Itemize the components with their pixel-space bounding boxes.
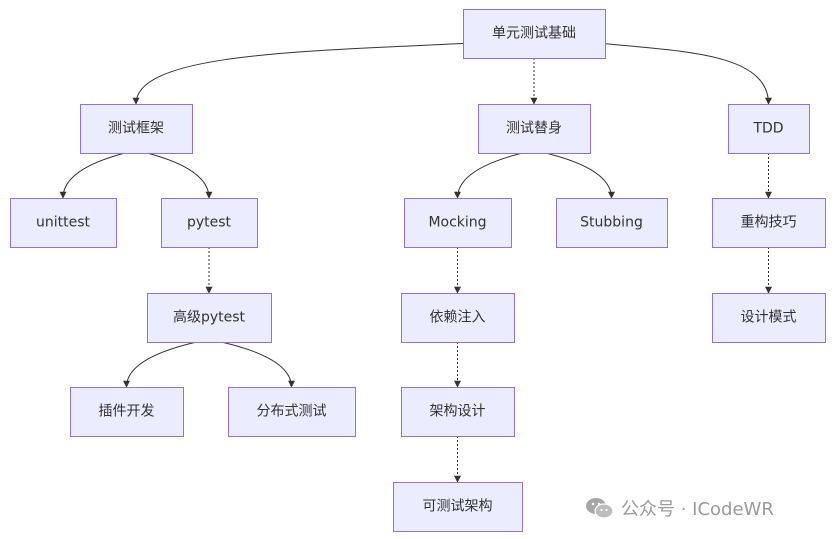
node-arch-box [401, 387, 515, 437]
node-plugin-box [70, 387, 184, 437]
node-plugin: 插件开发 [70, 387, 184, 437]
node-refactor: 重构技巧 [712, 198, 826, 248]
node-distributed-label: 分布式测试 [257, 404, 327, 420]
edge-root-to-framework [132, 42, 469, 105]
node-root-box [463, 9, 606, 59]
edge-double-to-stubbing [545, 152, 615, 199]
edge-framework-to-pytest [146, 152, 213, 199]
node-plugin-label: 插件开发 [99, 404, 155, 420]
node-double: 测试替身 [478, 104, 591, 154]
node-di: 依赖注入 [401, 293, 515, 343]
edge-double-to-mocking [454, 152, 523, 199]
node-mocking-box [404, 198, 512, 248]
node-advpytest-label: 高级pytest [173, 309, 246, 326]
edge-advpytest-to-distributed [221, 341, 295, 388]
node-pattern-label: 设计模式 [741, 310, 797, 326]
edge-advpytest-to-plugin [123, 341, 197, 388]
node-unittest-label: unittest [36, 215, 91, 231]
node-tdd-label: TDD [752, 121, 783, 137]
node-framework: 测试框架 [80, 104, 193, 154]
edges-layer [59, 42, 772, 483]
wechat-icon [586, 498, 614, 519]
node-pattern-box [712, 293, 826, 343]
edge-framework-to-unittest [59, 152, 126, 199]
node-double-box [478, 104, 591, 154]
node-testable: 可测试架构 [393, 482, 523, 532]
node-tdd: TDD [728, 104, 810, 154]
node-di-box [401, 293, 515, 343]
node-root-label: 单元测试基础 [492, 25, 576, 42]
node-unittest: unittest [10, 198, 117, 248]
node-di-label: 依赖注入 [430, 310, 486, 326]
node-distributed-box [228, 387, 356, 437]
node-stubbing-label: Stubbing [580, 215, 643, 231]
node-pattern: 设计模式 [712, 293, 826, 343]
edge-root-to-tdd [599, 42, 772, 105]
node-arch: 架构设计 [401, 387, 515, 437]
node-refactor-box [712, 198, 826, 248]
node-tdd-box [728, 104, 810, 154]
node-mocking-label: Mocking [428, 215, 486, 231]
node-arch-label: 架构设计 [430, 404, 486, 420]
node-testable-box [393, 482, 523, 532]
node-pytest-label: pytest [187, 215, 232, 231]
node-stubbing-box [556, 198, 668, 248]
node-advpytest: 高级pytest [147, 293, 272, 343]
node-pytest: pytest [161, 198, 258, 248]
node-refactor-label: 重构技巧 [741, 215, 797, 231]
watermark: 公众号 · ICodeWR [585, 493, 825, 523]
node-unittest-box [10, 198, 117, 248]
node-double-label: 测试替身 [506, 121, 562, 137]
node-distributed: 分布式测试 [228, 387, 356, 437]
node-mocking: Mocking [404, 198, 512, 248]
node-advpytest-box [147, 293, 272, 343]
node-root: 单元测试基础 [463, 9, 606, 59]
node-stubbing: Stubbing [556, 198, 668, 248]
node-pytest-box [161, 198, 258, 248]
node-framework-box [80, 104, 193, 154]
node-testable-label: 可测试架构 [423, 499, 493, 515]
watermark-text: 公众号 · ICodeWR [621, 499, 774, 520]
node-framework-label: 测试框架 [108, 121, 164, 137]
